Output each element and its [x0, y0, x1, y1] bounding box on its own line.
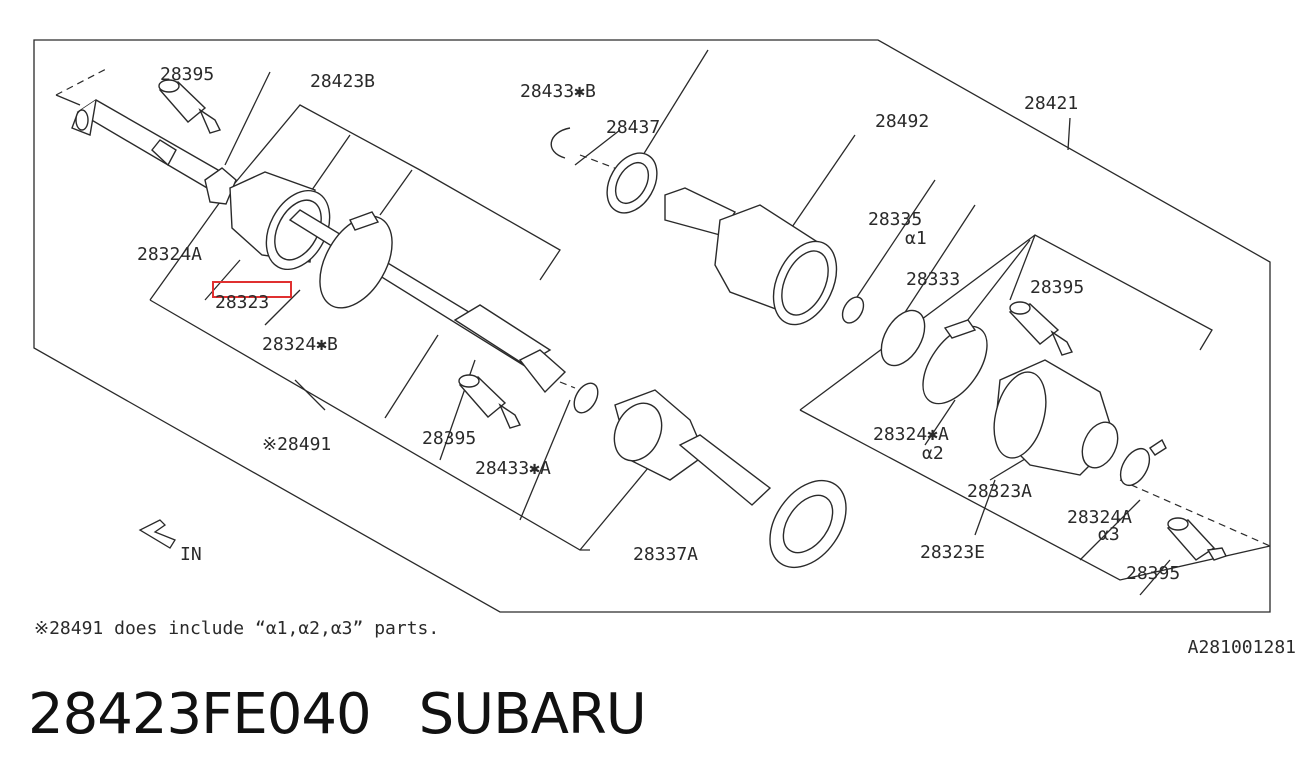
grease-tube-1 [158, 79, 221, 134]
callout-28324a-left: 28324A [137, 244, 202, 265]
inner-joint-housing [613, 389, 772, 506]
diagram-frame [33, 39, 1271, 613]
inboard-direction-arrow: IN [138, 519, 202, 565]
circlip-b [550, 127, 571, 159]
seal-ring [606, 152, 658, 214]
callout-labels: 28395 28423B 28324A 28323 28324✱B ※28491… [137, 64, 1180, 584]
callout-28421: 28421 [1024, 93, 1078, 114]
callout-28337a: 28337A [633, 544, 698, 565]
callout-28335: 28335 [868, 209, 922, 230]
exploded-parts-diagram: IN 28395 28423B 28324A 28323 28324✱B ※28… [33, 39, 1296, 658]
callout-28433-star-a: 28433✱A [475, 458, 551, 479]
callout-28395-a: 28395 [160, 64, 214, 85]
selected-part-highlight [212, 281, 292, 298]
part-caption: 28423FE040 SUBARU [28, 680, 647, 750]
callout-28492: 28492 [875, 111, 929, 132]
snap-ring-28333 [880, 309, 926, 367]
grease-tube-2 [458, 374, 521, 429]
callout-28324a-right: 28324A [1067, 507, 1132, 528]
inner-boot [993, 359, 1119, 476]
guide-lines [55, 49, 1271, 596]
dust-seal [769, 479, 847, 569]
callout-28395-b: 28395 [422, 428, 476, 449]
boot-band-a2 [922, 319, 988, 405]
callout-28323: 28323 [215, 292, 269, 313]
callout-28324-star-a: 28324✱A [873, 424, 949, 445]
outer-axle-shaft [71, 99, 237, 205]
figure-code: A281001281 [1188, 637, 1296, 658]
callout-28323a: 28323A [967, 481, 1032, 502]
callout-28437: 28437 [606, 117, 660, 138]
callout-28395-d: 28395 [1126, 563, 1180, 584]
callout-28423b: 28423B [310, 71, 375, 92]
circlip-a [573, 382, 599, 414]
callout-28323e: 28323E [920, 542, 985, 563]
boot-bands-left [319, 211, 393, 309]
boot-band-a3 [1119, 438, 1167, 487]
direction-label: IN [180, 544, 202, 565]
callout-28395-c: 28395 [1030, 277, 1084, 298]
diagram-footnote: ※28491 does include “α1,α2,α3” parts. [34, 618, 439, 639]
callout-28433-star-b: 28433✱B [520, 81, 596, 102]
double-offset-joint [664, 187, 838, 326]
callout-alpha2: α2 [922, 443, 944, 464]
grease-tube-3 [1008, 301, 1073, 356]
callout-28491: ※28491 [262, 434, 331, 455]
callout-28324-star-b: 28324✱B [262, 334, 338, 355]
snap-ring-a1 [841, 296, 865, 324]
callout-alpha3: α3 [1098, 524, 1120, 545]
brand-name: SUBARU [418, 682, 647, 747]
grease-tube-4 [1166, 517, 1227, 561]
callout-alpha1: α1 [905, 228, 927, 249]
part-number: 28423FE040 [28, 682, 372, 747]
callout-28333: 28333 [906, 269, 960, 290]
